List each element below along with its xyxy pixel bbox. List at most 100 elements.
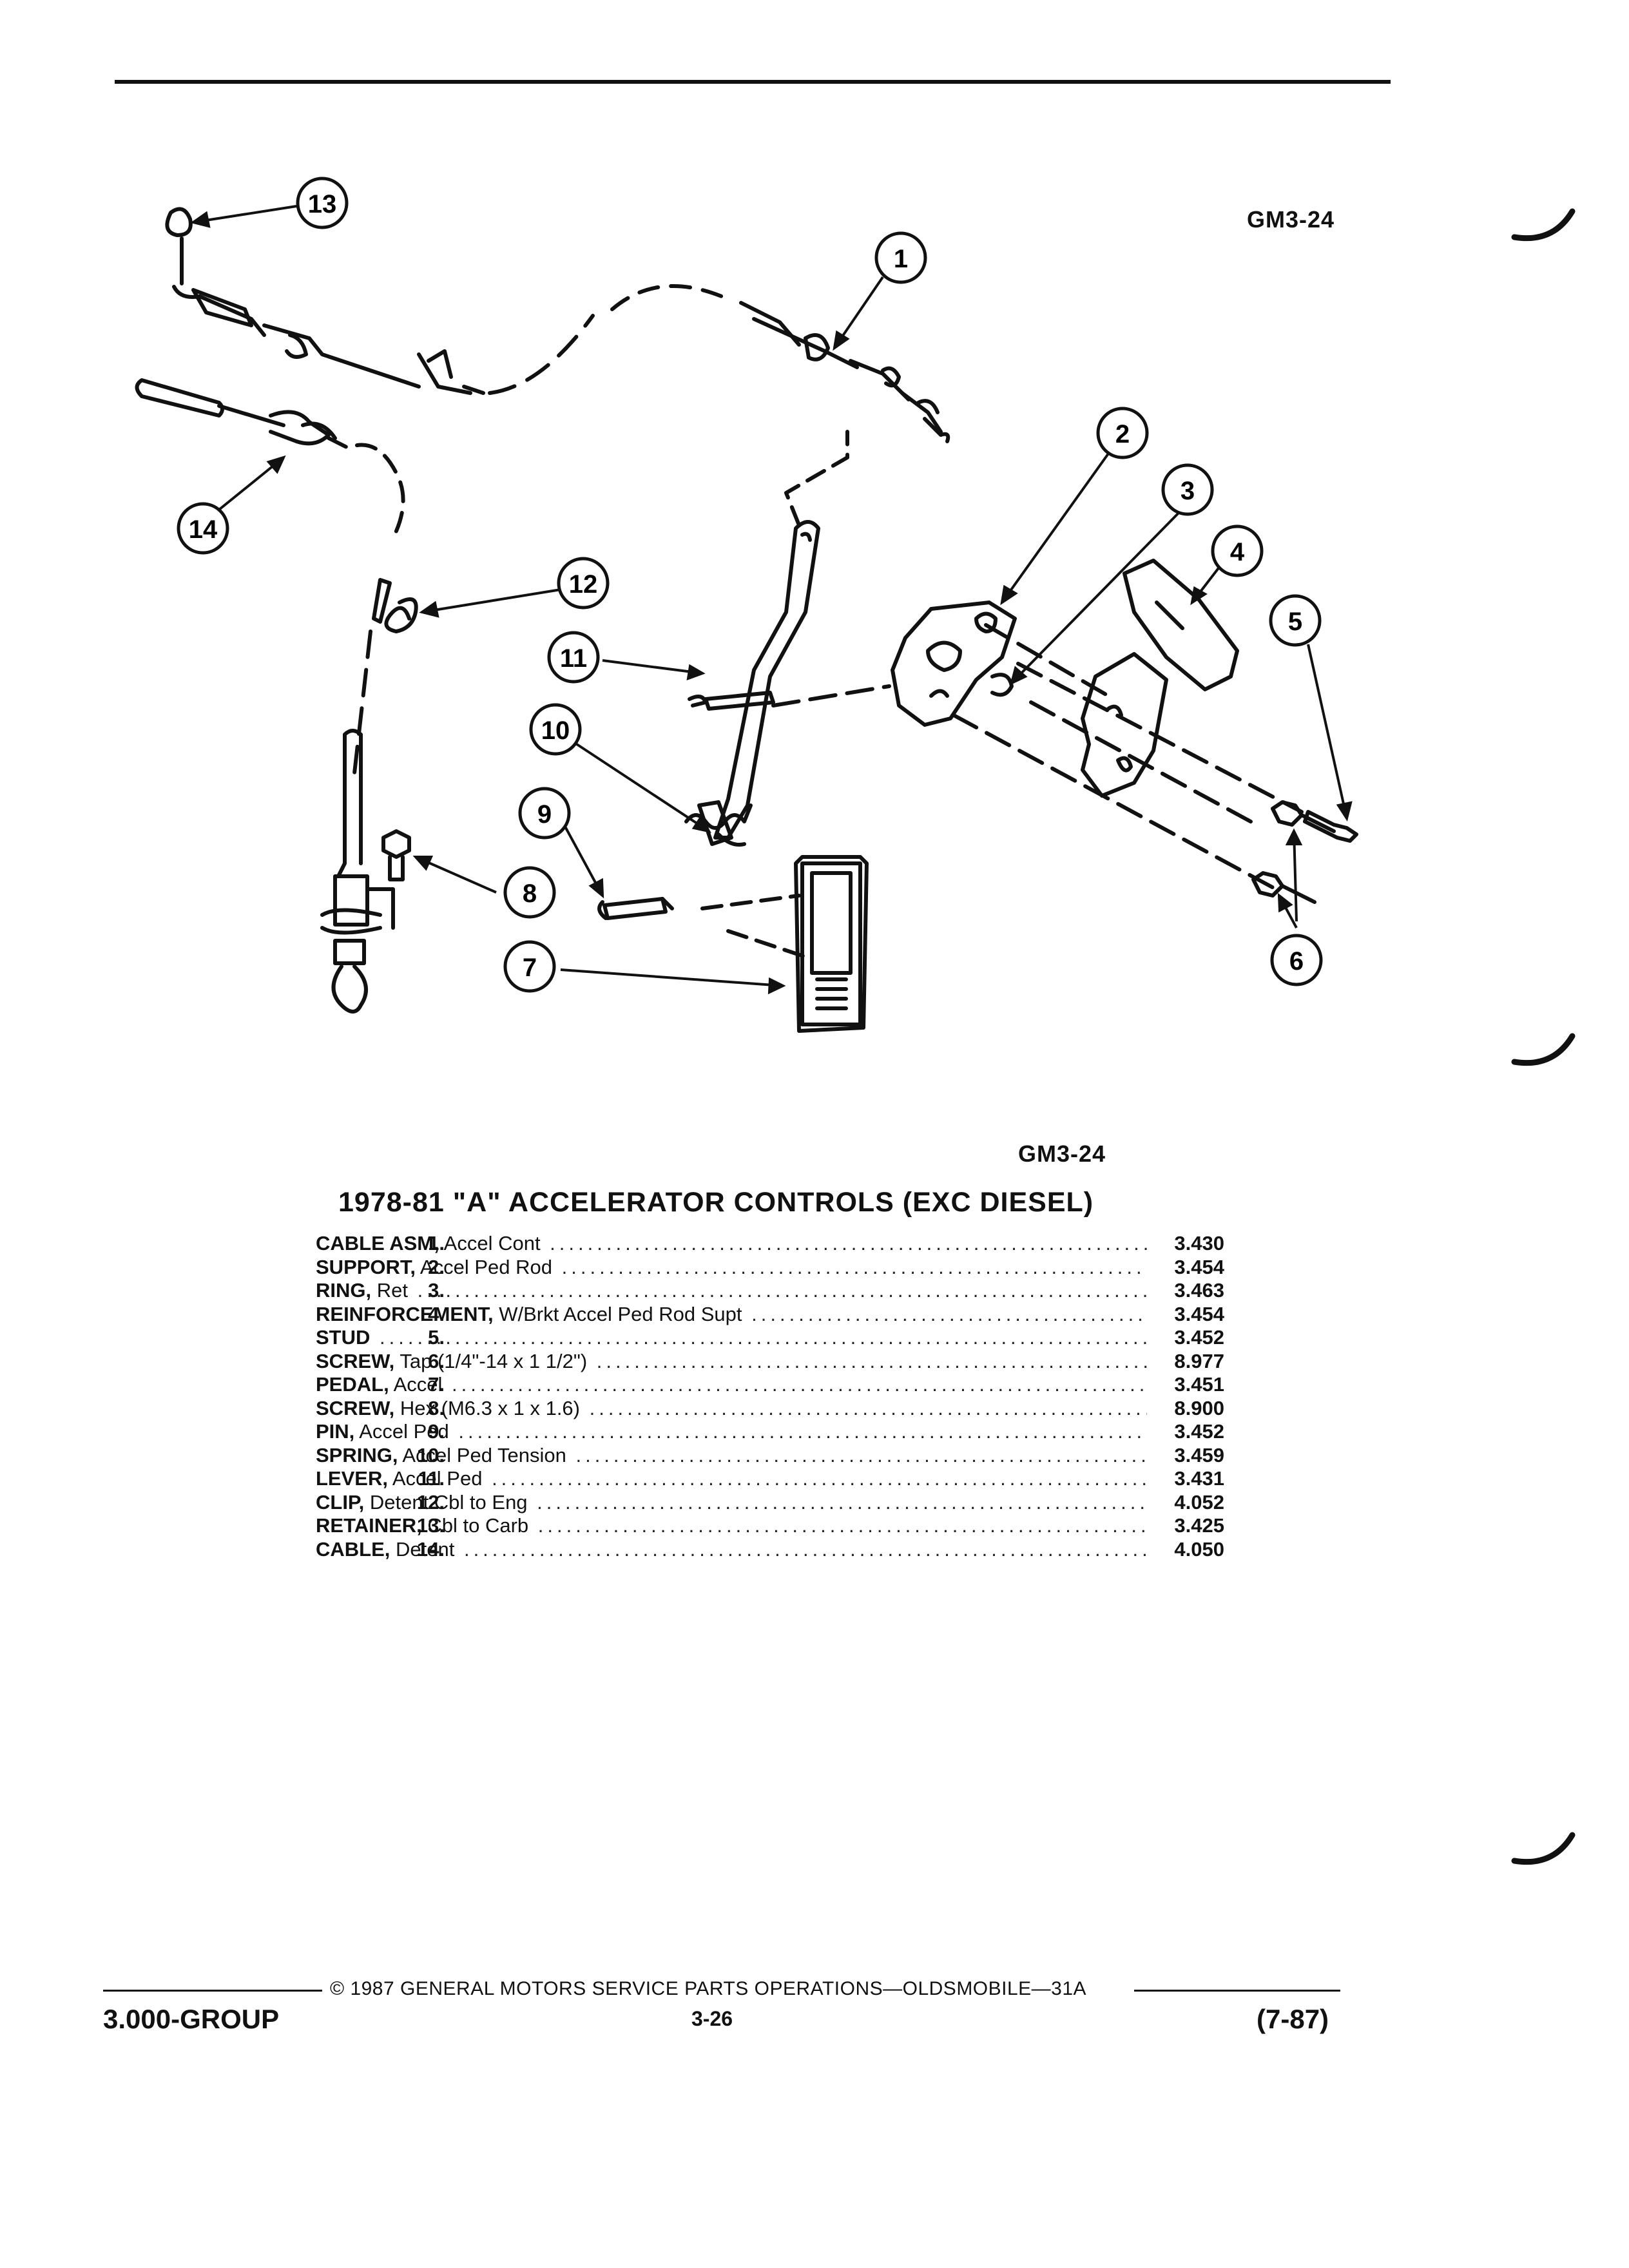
group-number: 4.050 <box>1174 1537 1224 1561</box>
accel-pedal <box>700 855 869 1033</box>
accel-pin <box>597 897 674 920</box>
part-number: 12. <box>416 1490 445 1514</box>
callout-9: 9 <box>518 787 571 840</box>
callout-3: 3 <box>1161 463 1214 516</box>
group-number: 8.900 <box>1174 1396 1224 1419</box>
part-number: 10. <box>416 1443 445 1466</box>
figure-id-top: GM3-24 <box>1247 206 1335 233</box>
svg-text:2: 2 <box>1115 420 1130 448</box>
part-description: SUPPORT, Accel Ped Rod .................… <box>316 1255 1147 1278</box>
part-detail: Accel Ped <box>387 1467 483 1490</box>
date-code: (7-87) <box>1257 2004 1329 2034</box>
group-number: 3.452 <box>1174 1326 1224 1349</box>
part-detail: Accel Ped <box>354 1420 449 1443</box>
part-name: RING, <box>316 1279 372 1302</box>
part-detail: Detent <box>390 1537 455 1561</box>
svg-text:1: 1 <box>894 245 908 273</box>
part-number: 8. <box>428 1396 445 1419</box>
part-detail: Tap (1/4"-14 x 1 1/2") <box>394 1349 588 1372</box>
part-detail: Accel Ped Tension <box>398 1443 566 1466</box>
assembly-lines <box>952 623 1304 891</box>
top-rule <box>115 80 1391 84</box>
part-number: 7. <box>428 1373 445 1396</box>
figure-id-caption: GM3-24 <box>1018 1140 1106 1167</box>
parts-row: 6. SCREW, Tap (1/4"-14 x 1 1/2") .......… <box>193 1350 1250 1374</box>
detent-cable <box>135 378 405 1014</box>
accel-cable-upper <box>165 207 950 443</box>
group-number: 3.454 <box>1174 1302 1224 1325</box>
stud <box>1303 810 1358 843</box>
parts-list-title: 1978-81 "A" ACCELERATOR CONTROLS (EXC DI… <box>338 1187 1094 1218</box>
svg-text:9: 9 <box>537 800 552 829</box>
callout-10: 10 <box>529 703 582 756</box>
part-description: REINFORCEMENT, W/Brkt Accel Ped Rod Supt… <box>316 1302 1147 1325</box>
svg-text:13: 13 <box>308 190 337 218</box>
parts-row: 5. STUD ................................… <box>193 1326 1250 1350</box>
callout-7: 7 <box>503 940 556 993</box>
part-description: RING, Ret ..............................… <box>316 1279 1147 1302</box>
part-detail: Accel <box>389 1373 443 1396</box>
parts-row: 10. SPRING, Accel Ped Tension ..........… <box>193 1444 1250 1468</box>
part-description: RETAINER, Cbl to Carb ..................… <box>316 1514 1147 1537</box>
parts-row: 8. SCREW, Hex (M6.3 x 1 x 1.6) .........… <box>193 1397 1250 1421</box>
part-number: 2. <box>428 1255 445 1278</box>
parts-row: 4. REINFORCEMENT, W/Brkt Accel Ped Rod S… <box>193 1303 1250 1327</box>
accel-lever <box>688 430 891 840</box>
group-number: 3.463 <box>1174 1279 1224 1302</box>
part-name: PEDAL, <box>316 1373 389 1396</box>
callout-6: 6 <box>1270 934 1323 986</box>
part-number: 4. <box>428 1302 445 1325</box>
part-number: 6. <box>428 1349 445 1372</box>
part-number: 14. <box>416 1537 445 1561</box>
part-number: 5. <box>428 1326 445 1349</box>
parts-row: 2. SUPPORT, Accel Ped Rod ..............… <box>193 1256 1250 1280</box>
part-name: RETAINER, <box>316 1514 422 1537</box>
svg-text:8: 8 <box>523 879 537 908</box>
svg-text:5: 5 <box>1288 608 1302 636</box>
part-name: STUD <box>316 1326 371 1349</box>
part-name: SCREW, <box>316 1349 395 1372</box>
callout-13: 13 <box>296 177 349 229</box>
page-number: 3-26 <box>691 2007 733 2030</box>
parts-row: 13. RETAINER, Cbl to Carb ..............… <box>193 1514 1250 1538</box>
parts-row: 3. RING, Ret ...........................… <box>193 1279 1250 1303</box>
parts-row: 14. CABLE, Detent ......................… <box>193 1538 1250 1562</box>
pedal-rod-support <box>891 601 1017 727</box>
part-description: SCREW, Hex (M6.3 x 1 x 1.6) ............… <box>316 1396 1147 1419</box>
part-description: SPRING, Accel Ped Tension ..............… <box>316 1443 1147 1466</box>
callout-5: 5 <box>1269 594 1322 647</box>
part-detail: Cbl to Carb <box>421 1514 529 1537</box>
part-description: SCREW, Tap (1/4"-14 x 1 1/2") ..........… <box>316 1349 1147 1372</box>
part-detail: Detent Cbl to Eng <box>364 1490 528 1514</box>
callout-4: 4 <box>1211 524 1264 577</box>
detent-clip <box>384 597 418 633</box>
callouts: 1 2 3 4 5 6 7 8 <box>177 177 1323 993</box>
part-description: PEDAL, Accel ...........................… <box>316 1373 1147 1396</box>
group-number: 3.425 <box>1174 1514 1224 1537</box>
part-detail: Accel Ped Rod <box>416 1255 552 1278</box>
parts-row: 12. CLIP, Detent Cbl to Eng ............… <box>193 1491 1250 1515</box>
part-description: CABLE ASM, Accel Cont ..................… <box>316 1232 1147 1254</box>
group-number: 4.052 <box>1174 1490 1224 1514</box>
parts-row: 11. LEVER, Accel Ped ...................… <box>193 1467 1250 1491</box>
group-number: 3.451 <box>1174 1373 1224 1396</box>
callout-12: 12 <box>557 557 610 610</box>
part-name: SPRING, <box>316 1443 398 1466</box>
part-detail: Accel Cont <box>439 1232 541 1254</box>
part-detail: W/Brkt Accel Ped Rod Supt <box>493 1302 742 1325</box>
part-description: PIN, Accel Ped .........................… <box>316 1420 1147 1443</box>
part-detail: Hex (M6.3 x 1 x 1.6) <box>394 1396 581 1419</box>
part-name: CABLE, <box>316 1537 390 1561</box>
parts-row: 7. PEDAL, Accel ........................… <box>193 1373 1250 1397</box>
part-name: CLIP, <box>316 1490 365 1514</box>
parts-list: 1. CABLE ASM, Accel Cont ...............… <box>193 1232 1250 1561</box>
callout-1: 1 <box>874 231 927 284</box>
part-description: CLIP, Detent Cbl to Eng ................… <box>316 1490 1147 1514</box>
part-name: PIN, <box>316 1420 355 1443</box>
part-description: LEVER, Accel Ped .......................… <box>316 1467 1147 1490</box>
group-number: 8.977 <box>1174 1349 1224 1372</box>
hex-screw <box>381 829 411 881</box>
callout-14: 14 <box>177 502 229 555</box>
binder-mark <box>1511 208 1576 242</box>
tap-screws <box>1251 800 1336 904</box>
